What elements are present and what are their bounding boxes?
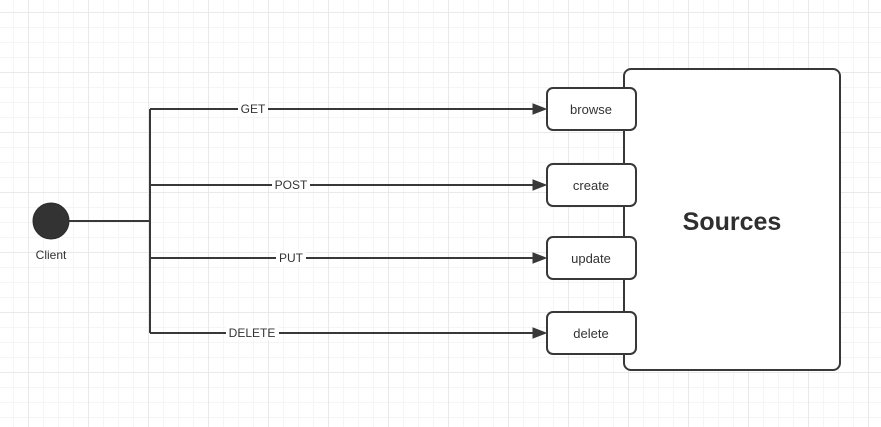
- operation-box-browse: [546, 87, 637, 131]
- method-label-bg: [272, 178, 310, 192]
- operation-label-browse: browse: [570, 102, 612, 117]
- flow-row-post: POST create: [150, 163, 637, 207]
- client-circle: [32, 202, 70, 240]
- sources-label: Sources: [683, 208, 782, 236]
- method-label-bg: [238, 102, 268, 116]
- operation-label-update: update: [571, 251, 611, 266]
- sources-box: [623, 68, 841, 371]
- method-label-bg: [226, 326, 279, 340]
- arrowhead-get: [532, 103, 548, 115]
- flow-row-put: PUT update: [150, 236, 637, 280]
- client-label: Client: [36, 248, 67, 262]
- flow-row-delete: DELETE delete: [150, 311, 637, 355]
- client-node: Client: [32, 202, 70, 262]
- operation-label-create: create: [573, 178, 609, 193]
- method-label-put: PUT: [279, 251, 304, 265]
- arrowhead-put: [532, 252, 548, 264]
- operation-label-delete: delete: [573, 326, 608, 341]
- method-label-post: POST: [275, 178, 308, 192]
- operation-box-create: [546, 163, 637, 207]
- sources-node: Sources: [623, 68, 841, 371]
- method-label-bg: [276, 251, 306, 265]
- method-label-delete: DELETE: [229, 326, 276, 340]
- operation-box-update: [546, 236, 637, 280]
- method-label-get: GET: [241, 102, 266, 116]
- flow-row-get: GET browse: [150, 87, 637, 131]
- arrowhead-delete: [532, 327, 548, 339]
- arrowhead-post: [532, 179, 548, 191]
- operation-box-delete: [546, 311, 637, 355]
